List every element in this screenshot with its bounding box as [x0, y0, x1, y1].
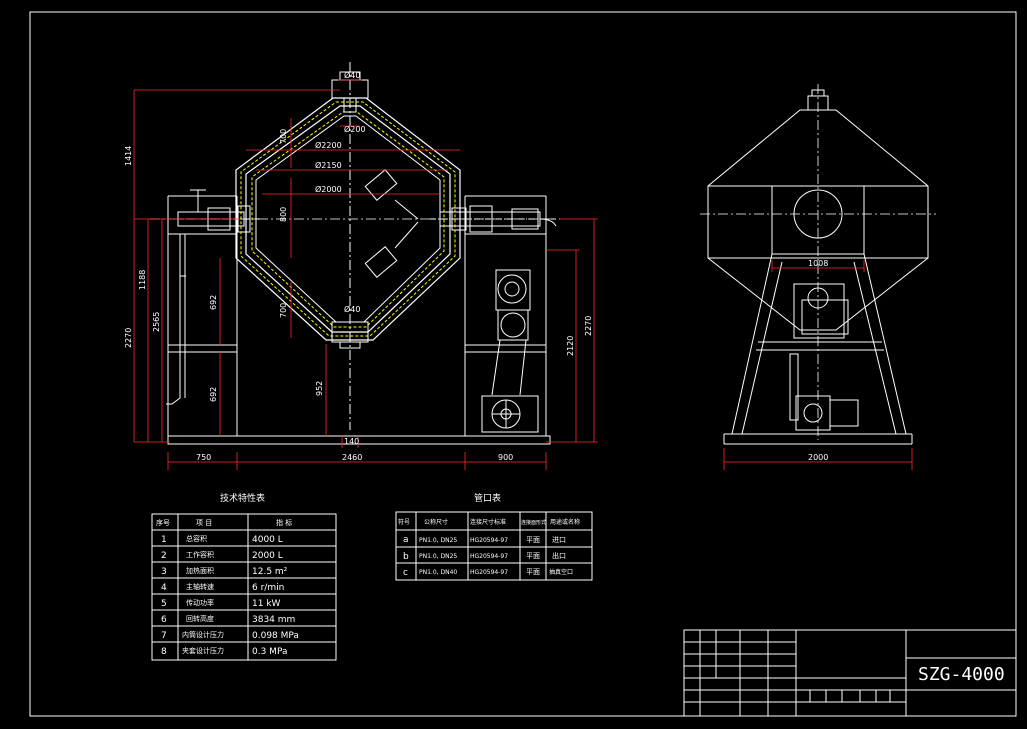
tech-r1-value: 4000 L: [252, 535, 283, 545]
pipe-r1-face: 平面: [526, 536, 540, 544]
tech-r1-no: 1: [161, 535, 167, 545]
tech-header-item: 项 目: [196, 519, 212, 527]
tech-r4-no: 4: [161, 583, 167, 593]
dim-top-nozzle-dia-2: Ø200: [344, 124, 366, 134]
tech-r8-value: 0.3 MPa: [252, 647, 287, 657]
pipe-r2-std: HG20594-97: [470, 553, 508, 560]
tech-r7-no: 7: [161, 631, 167, 641]
tech-r7-value: 0.098 MPa: [252, 631, 299, 641]
dim-clearance: 952: [315, 381, 324, 396]
pipe-header-symbol: 符号: [398, 518, 410, 526]
pipe-r2-size: PN1.0, DN25: [419, 553, 457, 560]
dim-frame-upper: 692: [209, 295, 218, 310]
dim-cylinder: 800: [279, 207, 288, 222]
tech-r5-value: 11 kW: [252, 599, 281, 609]
pipe-r1-symbol: a: [403, 535, 409, 545]
dim-bottom-left: 750: [196, 453, 211, 462]
tech-r2-value: 2000 L: [252, 551, 283, 561]
drawing-number: SZG-4000: [918, 664, 1005, 685]
dim-total-left: 2270: [124, 328, 133, 348]
tech-r1-item: 总容积: [186, 534, 207, 543]
pipe-header-std: 连接尺寸标准: [470, 518, 506, 526]
pipe-r3-std: HG20594-97: [470, 569, 508, 576]
dim-right-lower: 2120: [566, 336, 575, 356]
dim-bottom-nozzle: Ø40: [344, 304, 360, 314]
dim-jacket-dia: Ø2200: [315, 140, 342, 150]
tech-r3-item: 加热面积: [186, 566, 214, 575]
tech-r6-no: 6: [161, 615, 167, 625]
dim-upper-height: 1414: [124, 146, 133, 166]
tech-r2-no: 2: [161, 551, 167, 561]
tech-r5-no: 5: [161, 599, 167, 609]
pipe-r3-use: 抽真空口: [549, 568, 573, 576]
dim-axis-height: 1188: [138, 270, 147, 290]
dim-lower-cone: 700: [279, 303, 288, 318]
pipe-table: 管口表 符号 公称尺寸 连接尺寸标准 连接面形式 用途或名称 a PN1.0, …: [395, 492, 593, 581]
dim-side-trunnion: 1008: [808, 259, 828, 268]
dim-bottom-right: 900: [498, 453, 513, 462]
side-view: 1008 2000: [700, 84, 936, 470]
tech-r8-item: 夹套设计压力: [182, 646, 224, 655]
tech-header-no: 序号: [156, 518, 170, 527]
pipe-r2-use: 出口: [552, 551, 566, 560]
tech-r3-no: 3: [161, 567, 167, 577]
dim-upper-cone: 700: [279, 129, 288, 144]
pipe-r3-symbol: c: [403, 568, 408, 578]
pipe-r2-symbol: b: [403, 552, 409, 562]
tech-r4-value: 6 r/min: [252, 583, 284, 593]
pipe-r1-use: 进口: [552, 536, 566, 544]
dim-side-base: 2000: [808, 453, 828, 462]
tech-header-value: 指 标: [276, 518, 292, 527]
tech-table-title: 技术特性表: [220, 492, 265, 504]
dim-frame-height: 2565: [152, 312, 161, 332]
dim-inner-dia: Ø2000: [315, 184, 342, 194]
dim-bottom-center: 2460: [342, 453, 362, 462]
tech-r3-value: 12.5 m²: [252, 567, 288, 577]
pipe-table-title: 管口表: [474, 492, 501, 504]
pipe-r1-size: PN1.0, DN25: [419, 537, 457, 544]
dim-outer-dia: Ø2150: [315, 160, 342, 170]
tech-r7-item: 内筒设计压力: [182, 630, 224, 639]
tech-table: 技术特性表 序号 项 目 指 标 1 总容积 4000 L 2 工作容积 200…: [151, 492, 337, 661]
dim-base-small: 140: [344, 437, 359, 446]
dim-right-total: 2270: [584, 316, 593, 336]
front-view: Ø40 Ø200 Ø2200 Ø2150 Ø2000 700 800 700 Ø…: [124, 62, 598, 470]
title-block: [683, 629, 1017, 717]
pipe-r3-size: PN1.0, DN40: [419, 569, 457, 576]
dim-top-nozzle-dia: Ø40: [344, 70, 360, 80]
pipe-header-size: 公称尺寸: [424, 518, 448, 526]
tech-r8-no: 8: [161, 647, 167, 657]
tech-r5-item: 传动功率: [186, 598, 214, 607]
pipe-r2-face: 平面: [526, 552, 540, 560]
tech-r4-item: 主轴转速: [186, 582, 214, 591]
pipe-header-face: 连接面形式: [521, 519, 546, 526]
tech-r6-value: 3834 mm: [252, 615, 295, 625]
pipe-r3-face: 平面: [526, 568, 540, 576]
tech-r2-item: 工作容积: [186, 550, 214, 559]
tech-r6-item: 回转高度: [186, 614, 214, 623]
pipe-r1-std: HG20594-97: [470, 537, 508, 544]
sheet-border: [29, 11, 1017, 717]
pipe-header-use: 用途或名称: [550, 518, 580, 526]
dim-frame-lower: 692: [209, 387, 218, 402]
